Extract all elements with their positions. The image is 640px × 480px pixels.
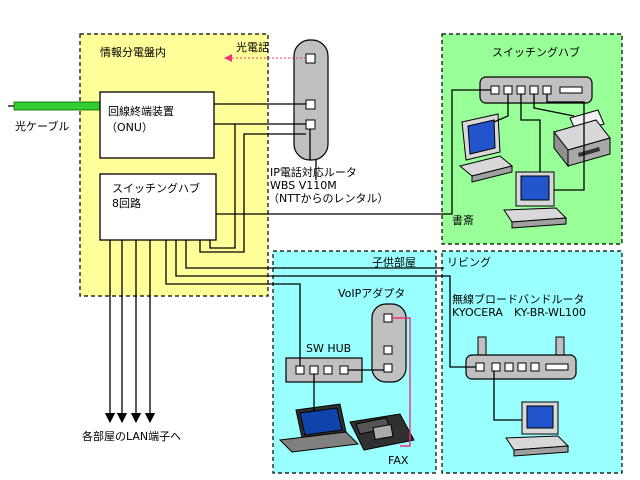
zone-study-label: スイッチングハブ [492,45,580,59]
laptop-icon [278,403,360,453]
wires [104,89,585,447]
wireless-label-2: KYOCERA KY-BR-WL100 [452,306,586,319]
voip-adapter: VoIPアダプタ [338,286,407,383]
living-computer-icon [505,401,570,457]
router-label-3: （NTTからのレンタル） [268,192,388,205]
zone-kids-label: 子供部屋 [372,255,416,269]
study-computer-left-icon [458,113,514,183]
zone-panel-label: 情報分電盤内 [100,45,166,59]
study-hub [479,76,593,104]
onu-label-1: 回線終端装置 [108,104,174,118]
router-device: IP電話対応ルータ WBS V110M （NTTからのレンタル） [268,39,388,205]
sw-hub: SW HUB [285,342,363,383]
fax-phone-icon: FAX [349,413,415,467]
router-label-2: WBS V110M [270,179,337,192]
onu-box: 回線終端装置 （ONU） [99,91,215,159]
hub8-box: スイッチングハブ 8回路 [99,173,217,241]
router-label-1: IP電話対応ルータ [270,165,357,179]
study-room-label: 書斎 [452,213,474,227]
zone-living-label: リビング [447,255,491,269]
fax-label: FAX [388,454,409,467]
optical-phone-line: 光電話 [224,40,306,62]
wireless-label-1: 無線ブロードバンドルータ [452,292,585,306]
voip-label: VoIPアダプタ [338,286,405,300]
printer-icon [553,109,611,168]
hub8-label-1: スイッチングハブ [112,181,200,195]
onu-label-2: （ONU） [106,121,153,134]
optical-phone-label: 光電話 [236,40,269,54]
zone-panel: 情報分電盤内 [79,33,269,297]
swhub-label: SW HUB [306,342,351,355]
optical-cable-label: 光ケーブル [15,119,69,133]
lan-ports-label: 各部屋のLAN端子へ [82,429,181,443]
hub8-label-2: 8回路 [112,197,141,210]
study-computer-right-icon [503,171,568,229]
